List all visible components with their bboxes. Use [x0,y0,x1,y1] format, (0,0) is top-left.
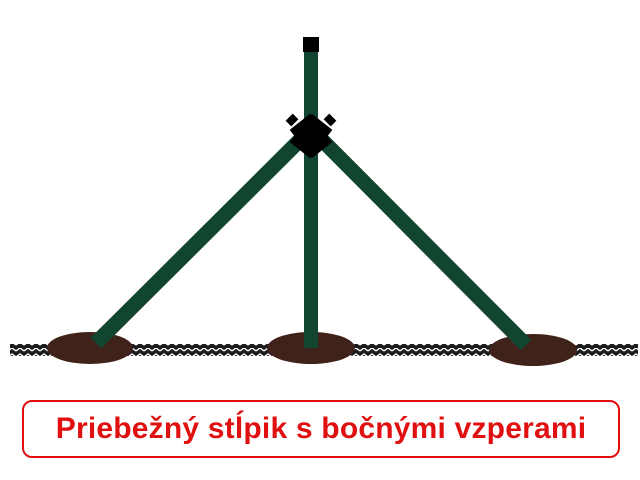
caption-title: Priebežný stĺpik s bočnými vzperami [55,412,587,445]
footing-left [47,332,133,364]
square-cap-icon [303,37,319,52]
caption-box: Priebežný stĺpik s bočnými vzperami [22,400,620,458]
main-post [304,50,318,348]
fence-post-diagram [10,37,638,366]
right-brace [316,134,532,351]
x-clamp-icon [285,113,337,159]
footing-right [489,334,577,366]
left-brace [90,134,306,349]
